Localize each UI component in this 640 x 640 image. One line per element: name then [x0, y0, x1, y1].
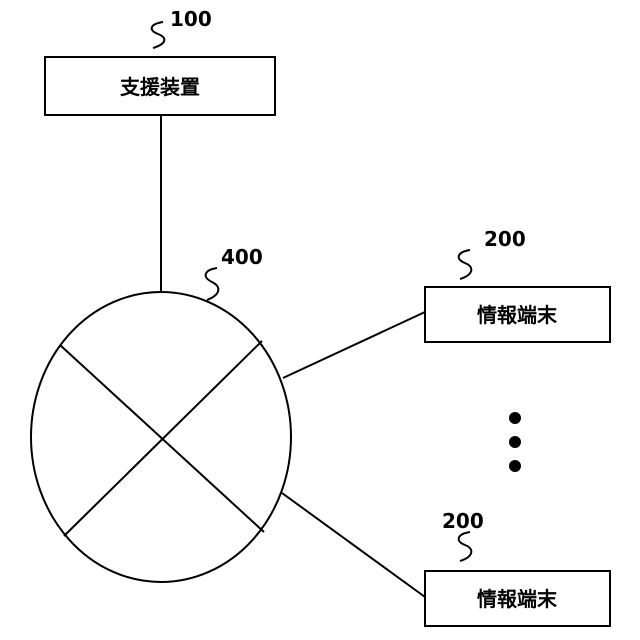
network-ref-number: 400 [221, 245, 263, 269]
ellipsis-dot [509, 436, 521, 448]
support-device-label: 支援装置 [120, 75, 200, 99]
support-device-ref-leader [152, 22, 165, 48]
network-cross-line-b [64, 341, 262, 536]
terminal-top-ref-leader [459, 250, 472, 279]
network-ref-leader [206, 268, 219, 300]
support-device-ref-number: 100 [170, 7, 212, 31]
terminal-bottom-label: 情報端末 [477, 587, 558, 611]
ellipsis-dot [509, 460, 521, 472]
terminal-top-label: 情報端末 [477, 303, 558, 327]
network-to-terminal-bottom-line [282, 493, 425, 597]
terminal-top-ref-number: 200 [484, 227, 526, 251]
ellipsis-dot [509, 412, 521, 424]
terminal-bottom-ref-number: 200 [442, 509, 484, 533]
network-to-terminal-top-line [283, 312, 425, 378]
terminal-bottom-ref-leader [459, 532, 472, 561]
